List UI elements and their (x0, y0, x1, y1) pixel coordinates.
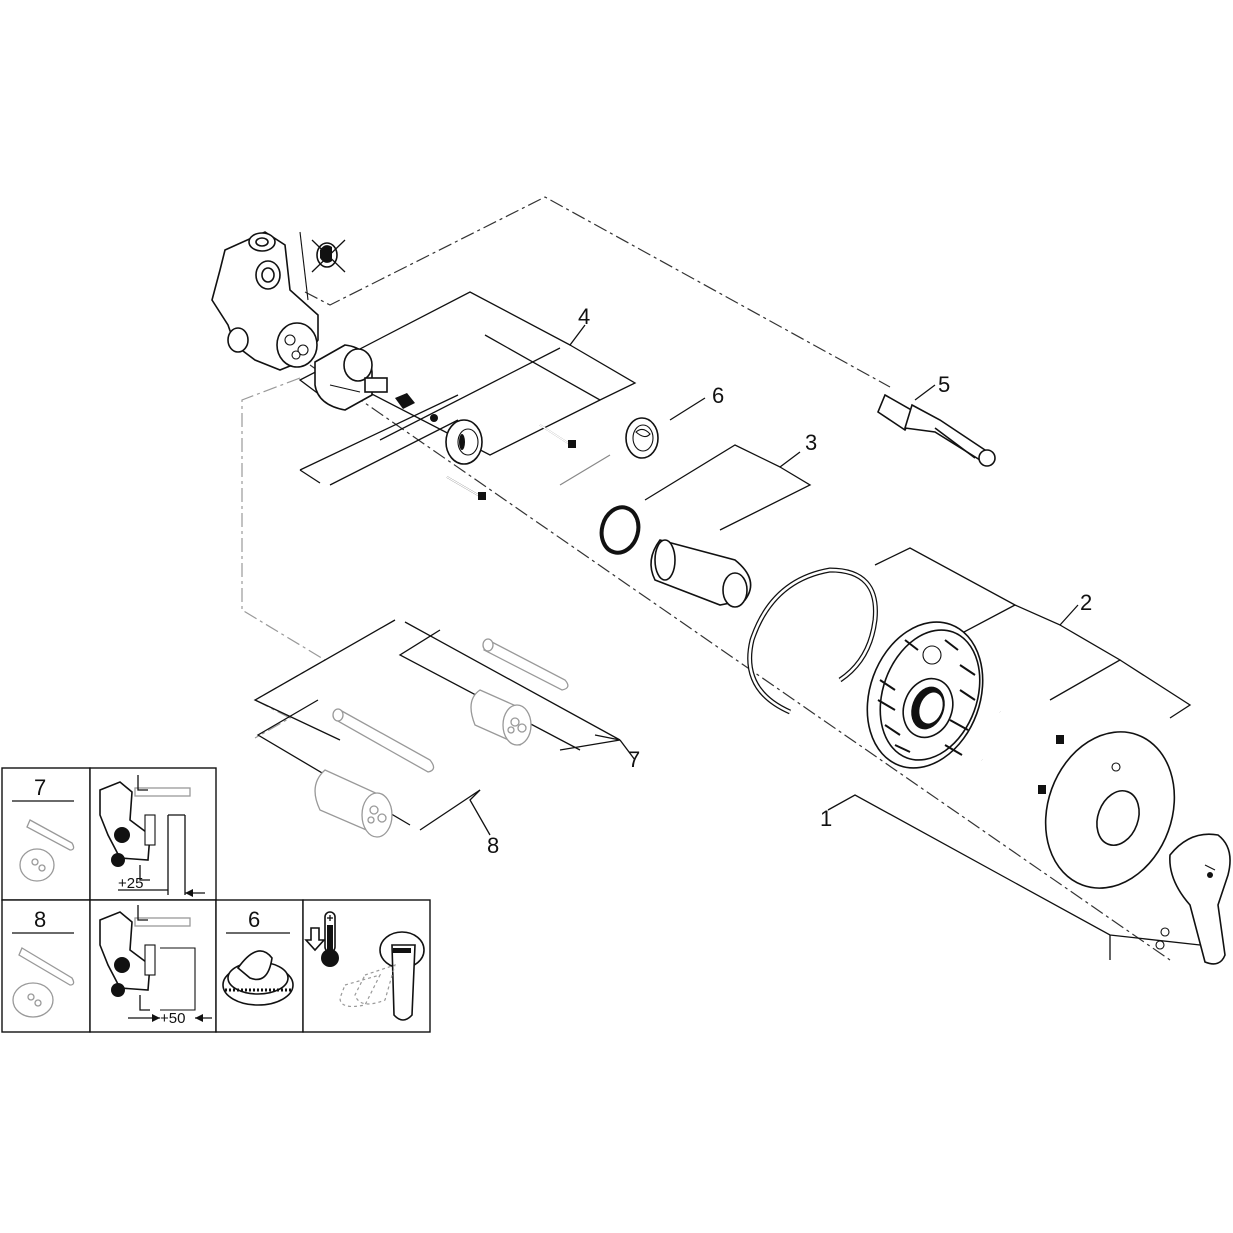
arrow-down-icon (304, 927, 326, 952)
install-diagram-25: +25 (99, 775, 205, 897)
escutcheon (1044, 731, 1176, 889)
mounting-plate-ribs (877, 639, 976, 756)
part-label-5: 5 (938, 372, 950, 397)
inset-label-6: 6 (248, 907, 260, 932)
dimension-label-50: +50 (160, 1010, 185, 1027)
sleeve (650, 539, 752, 608)
temperature-limiter-knob (625, 417, 659, 459)
part-label-1: 1 (820, 806, 832, 831)
part-label-7: 7 (628, 747, 640, 772)
thermometer-icon (321, 911, 339, 967)
part-label-8: 8 (487, 833, 499, 858)
lever-handle-icon (339, 931, 425, 1021)
lever-handle (1155, 833, 1231, 965)
o-ring (599, 505, 641, 555)
leader-lines (253, 291, 1201, 960)
crossed-out-plug (311, 239, 346, 273)
stop-valve-stem (877, 393, 996, 467)
extension-set-8 (314, 708, 435, 838)
inset-label-7: 7 (34, 775, 46, 800)
inset-panels: 7 +25 8 (1, 767, 431, 1033)
cartridge (314, 344, 438, 422)
nut (445, 419, 483, 465)
mounting-plate (866, 621, 984, 769)
inset-label-8: 8 (34, 907, 46, 932)
install-diagram-50: +50 (99, 905, 212, 1027)
part-label-4: 4 (578, 304, 590, 329)
part-label-3: 3 (805, 430, 817, 455)
plate-screws (981, 710, 1064, 794)
cartridge-screws (446, 424, 576, 500)
part-label-2: 2 (1080, 590, 1092, 615)
dimension-label-25: +25 (118, 875, 143, 892)
extension-set-7 (470, 638, 569, 746)
part-label-6: 6 (712, 383, 724, 408)
retaining-ring (747, 567, 878, 715)
part-labels: 4 5 6 3 2 7 1 8 (487, 304, 1092, 858)
valve-body (211, 231, 319, 371)
